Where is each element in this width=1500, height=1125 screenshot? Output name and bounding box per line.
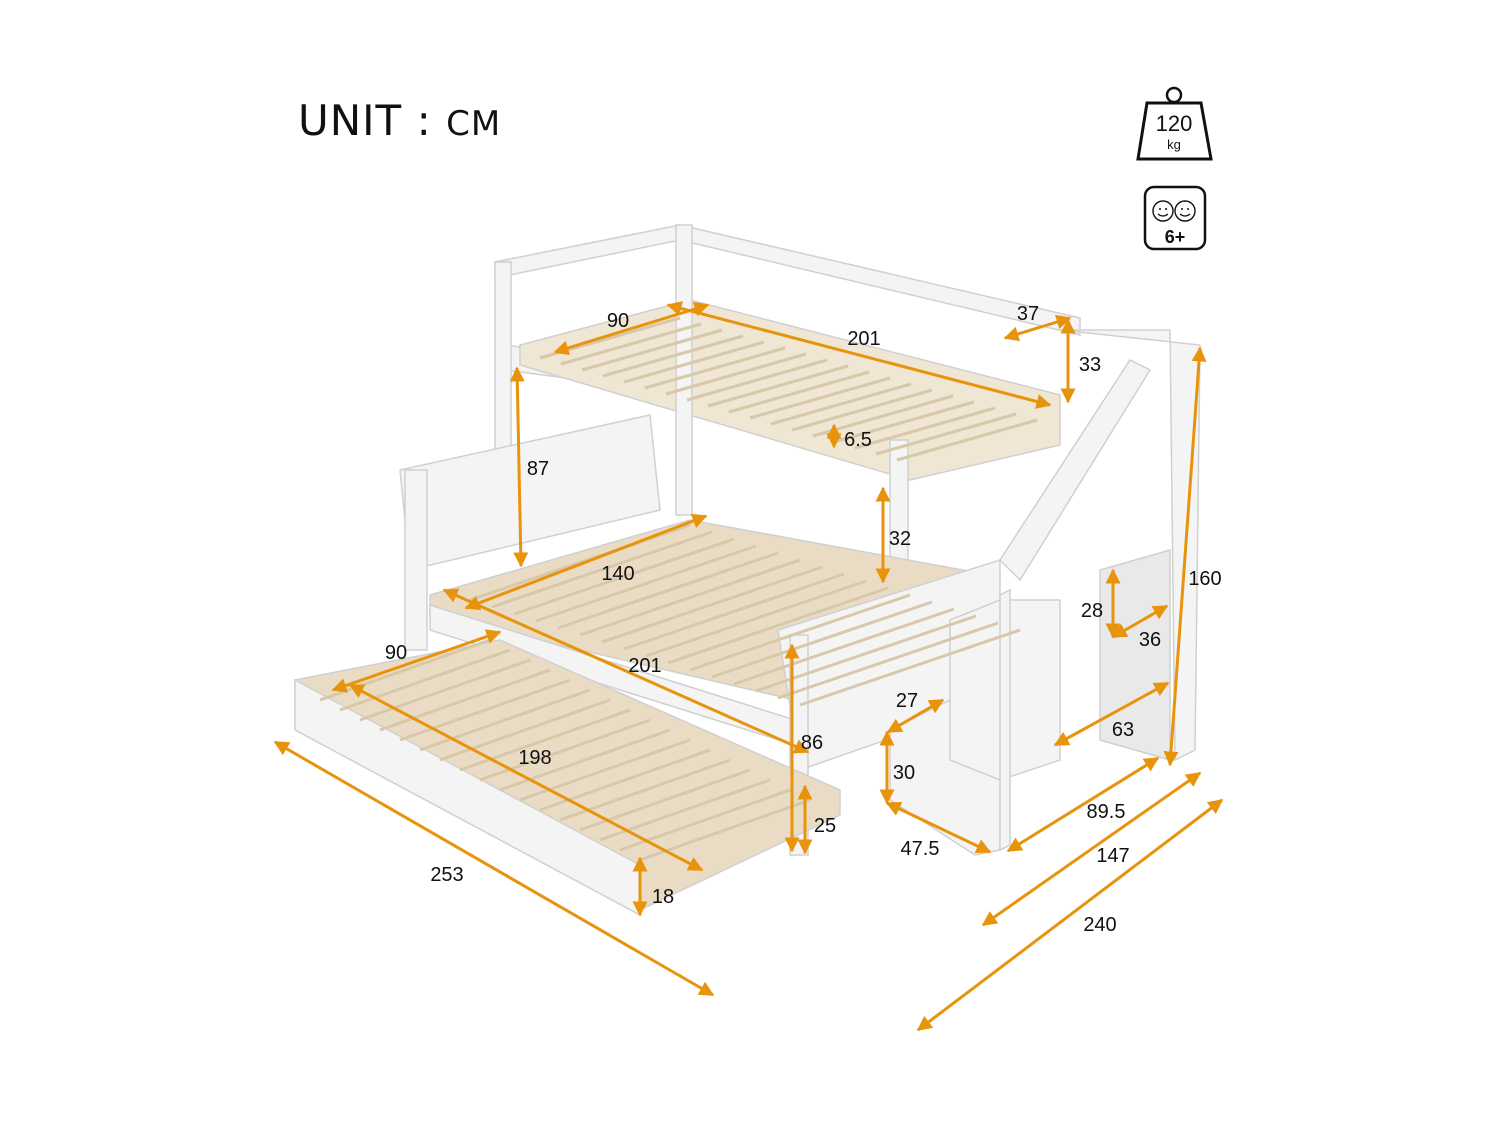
dimension-label-bottom-bed-length: 201 (628, 655, 661, 677)
weight-icon (1136, 86, 1213, 161)
age-limit-badge: 6+ (1143, 185, 1207, 251)
dimension-arrow-bottom-bed-length (442, 588, 810, 754)
dimension-label-stair-base-depth: 47.5 (901, 838, 940, 860)
dimension-label-top-guard-height: 33 (1079, 354, 1101, 376)
dimension-label-trundle-height: 18 (652, 886, 674, 908)
staircase-storage-cubby (1099, 549, 1171, 761)
dimension-arrow-total-length (916, 798, 1224, 1032)
top-bunk-slat (896, 418, 1038, 462)
dimension-label-top-bunk-length: 201 (847, 328, 880, 350)
unit-heading: UNIT : CM (298, 96, 501, 145)
top-bunk-slat (875, 412, 1017, 456)
bottom-bed-slat (799, 628, 1021, 707)
dimension-arrow-top-bunk-length (666, 301, 1052, 409)
unit-value: CM (446, 104, 502, 144)
dimension-arrow-trundle-total-length (273, 740, 715, 997)
dimension-label-trundle-length: 198 (518, 747, 551, 769)
dimension-arrow-stair-step-depth (886, 698, 945, 734)
weight-unit: kg (1167, 137, 1181, 152)
dimension-label-bottom-to-top-gap: 32 (889, 528, 911, 550)
age-value: 6+ (1165, 227, 1186, 247)
top-bunk-back-rail (494, 224, 1081, 336)
dimension-label-total-height: 160 (1188, 568, 1221, 590)
dimension-arrow-total-width (981, 771, 1202, 927)
dimension-label-stair-step-height: 30 (893, 762, 915, 784)
dimension-label-stair-length: 89.5 (1087, 801, 1126, 823)
bottom-bed-slat (777, 621, 999, 700)
dimension-labels: 90 201 37 33 6.5 87 32 140 201 90 198 253 18 86 25 27 30… (385, 303, 1222, 936)
top-bunk-post-back (675, 224, 693, 516)
dimension-label-bottom-bed-width: 140 (601, 563, 634, 585)
dimension-arrow-storage-depth (1111, 604, 1169, 639)
unit-separator: : (416, 96, 432, 145)
dimension-label-total-width: 147 (1096, 845, 1129, 867)
dimension-label-storage-depth: 36 (1139, 629, 1161, 651)
unit-label: UNIT (298, 96, 403, 145)
dimension-arrow-storage-lower-width (1053, 681, 1170, 747)
weight-value: 120 (1156, 111, 1193, 136)
weight-limit-badge: 120 kg (1136, 86, 1213, 161)
dimension-arrow-top-guard-gap (1003, 314, 1072, 342)
dimension-arrows (273, 301, 1224, 1032)
dimension-label-top-bunk-width: 90 (607, 310, 629, 332)
bottom-bed-post-left (404, 469, 428, 651)
dimension-label-bottom-rail-clearance: 25 (814, 815, 836, 837)
dimension-label-top-slat-thickness: 6.5 (844, 429, 872, 451)
dimension-label-bottom-bed-height: 86 (801, 732, 823, 754)
dimension-label-trundle-width: 90 (385, 642, 407, 664)
dimension-label-total-length: 240 (1083, 914, 1116, 936)
dimension-arrow-stair-length (1006, 756, 1160, 853)
staircase-front-post (999, 588, 1011, 852)
top-bunk-slat (854, 406, 996, 450)
bed-frame (294, 224, 1201, 917)
dimension-label-bunk-clearance: 87 (527, 458, 549, 480)
dimension-label-trundle-total-length: 253 (430, 864, 463, 886)
dimension-label-storage-lower-width: 63 (1112, 719, 1134, 741)
dimension-label-stair-step-depth: 27 (896, 690, 918, 712)
dimension-arrow-total-height (1163, 346, 1207, 767)
dimension-label-storage-height: 28 (1081, 600, 1103, 622)
dimension-arrow-trundle-width (331, 629, 502, 693)
children-faces-icon (1152, 200, 1196, 222)
dimension-label-top-guard-gap: 37 (1017, 303, 1039, 325)
staircase-handrail (999, 359, 1152, 582)
